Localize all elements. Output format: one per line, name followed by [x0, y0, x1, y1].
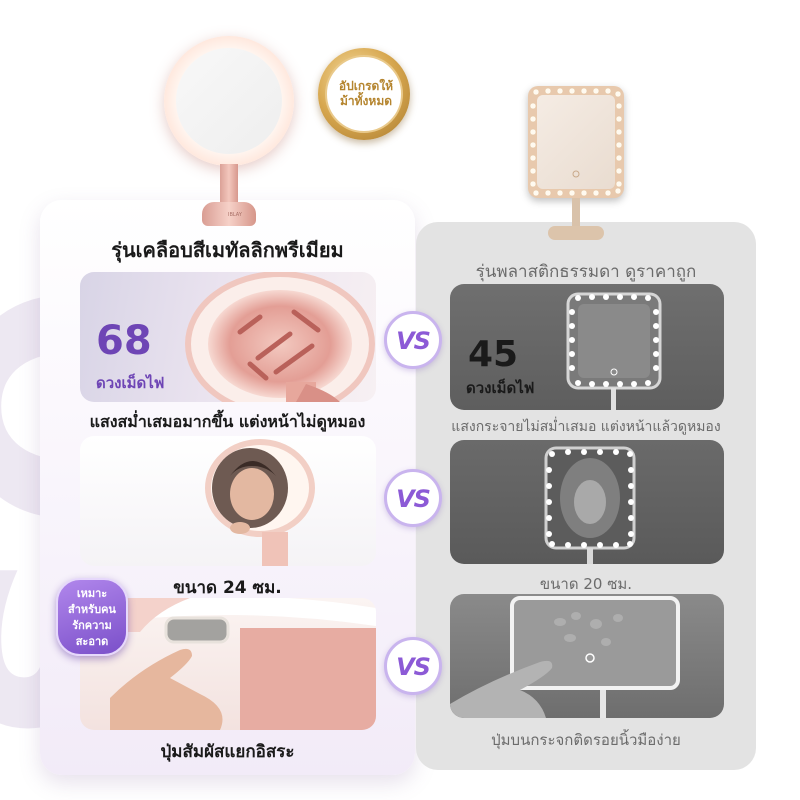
- plastic-mirror-stand: [572, 198, 580, 230]
- clean-badge-line: สำหรับคน: [68, 603, 116, 616]
- premium-caption-light: แสงสม่ำเสมอมากขึ้น แต่งหน้าไม่ดูหมอง: [89, 412, 366, 431]
- premium-led-panel: [80, 272, 376, 402]
- plastic-button-panel: [450, 594, 724, 718]
- plastic-size-panel: [450, 440, 724, 564]
- plastic-led-panel: [450, 284, 724, 410]
- premium-button-panel: [80, 598, 376, 730]
- plastic-mirror-glass: [537, 95, 615, 189]
- premium-led-count: 68: [96, 318, 152, 364]
- vs-badge: VS: [384, 469, 442, 527]
- mirror-stand: [220, 164, 238, 208]
- plastic-caption-light: แสงกระจายไม่สม่ำเสมอ แต่งหน้าแล้วดูหมอง: [451, 419, 721, 435]
- vs-badge: VS: [384, 637, 442, 695]
- plastic-size-illustration: [544, 446, 636, 564]
- plastic-led-illustration: [566, 292, 662, 410]
- vs-label: VS: [396, 327, 431, 355]
- plastic-caption-button: ปุ่มบนกระจกติดรอยนิ้วมือง่าย: [491, 731, 681, 749]
- plastic-led-count: 45: [468, 334, 519, 375]
- plastic-mirror-base: [548, 226, 604, 240]
- premium-caption-size: ขนาด 24 ซม.: [173, 578, 282, 598]
- clean-lover-badge: เหมาะ สำหรับคน รักความ สะอาด: [56, 578, 128, 656]
- clean-badge-line: รักความ: [72, 619, 112, 632]
- clean-badge-line: สะอาด: [75, 635, 109, 648]
- premium-size-panel: [80, 436, 376, 566]
- plastic-button-illustration: [450, 596, 680, 718]
- premium-size-illustration: [205, 439, 315, 566]
- clean-badge-line: เหมาะ: [76, 587, 108, 600]
- premium-heading: รุ่นเคลือบสีเมทัลลิกพรีเมียม: [111, 238, 344, 262]
- plastic-mirror-image: [528, 86, 624, 244]
- premium-led-label: ดวงเม็ดไฟ: [96, 374, 165, 392]
- premium-mirror-image: IBLAY: [164, 36, 294, 226]
- premium-caption-button: ปุ่มสัมผัสแยกอิสระ: [160, 742, 295, 762]
- plastic-led-label: ดวงเม็ดไฟ: [466, 379, 535, 397]
- mirror-base: [202, 202, 256, 226]
- plastic-heading: รุ่นพลาสติกธรรมดา ดูราคาถูก: [475, 262, 697, 282]
- upgrade-badge-inner: อัปเกรดให้ ม้าทั้งหมด: [325, 55, 403, 133]
- mirror-glass: [176, 48, 282, 154]
- vs-label: VS: [396, 485, 431, 513]
- vs-badge: VS: [384, 311, 442, 369]
- plastic-mirror-bulbs: [529, 87, 623, 197]
- clean-lover-badge-text: เหมาะ สำหรับคน รักความ สะอาด: [58, 586, 126, 650]
- upgrade-badge-line2: ม้าทั้งหมด: [339, 94, 393, 108]
- plastic-caption-size: ขนาด 20 ซม.: [539, 575, 633, 593]
- upgrade-badge-text: อัปเกรดให้ ม้าทั้งหมด: [327, 79, 405, 109]
- upgrade-badge-line1: อัปเกรดให้: [338, 79, 394, 93]
- upgrade-badge: อัปเกรดให้ ม้าทั้งหมด: [318, 48, 410, 140]
- vs-label: VS: [396, 653, 431, 681]
- premium-led-illustration: [185, 272, 375, 402]
- mirror-logo: IBLAY: [228, 212, 242, 218]
